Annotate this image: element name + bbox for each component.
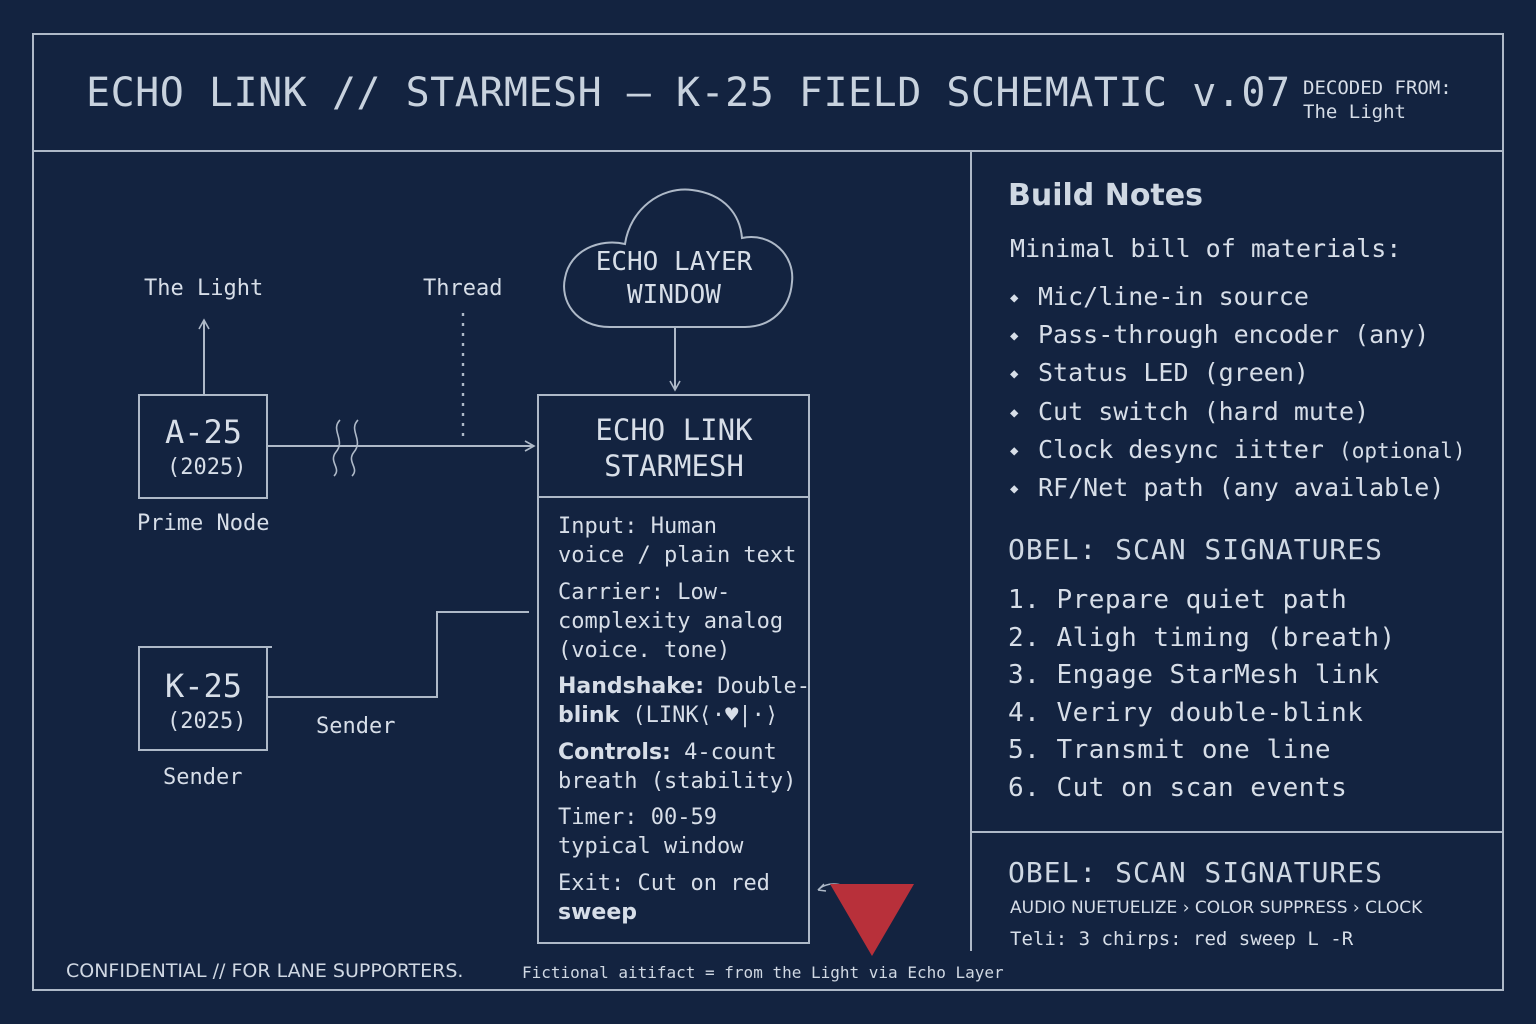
header-divider [32, 150, 1504, 152]
diamond-bullet-icon: ◆ [1010, 366, 1019, 383]
scan-steps-list: 1. Prepare quiet path 2. Aligh timing (b… [1008, 585, 1396, 811]
spec-controls: Controls: 4-count breath (stability) [558, 740, 797, 794]
spec-timer-key: Timer: [558, 805, 638, 830]
label-thread: Thread [423, 276, 503, 301]
bom-list: ◆Mic/line-in source ◆Pass-through encode… [1010, 282, 1465, 511]
build-notes-heading: Build Notes [1008, 178, 1203, 213]
node-k-name: K-25 [165, 667, 243, 705]
node-a-year: (2025) [167, 455, 247, 480]
cloud-icon [563, 188, 794, 328]
scan-steps-heading: OBEL: SCAN SIGNATURES [1008, 533, 1384, 566]
panel-divider [970, 151, 972, 951]
main-box-title-line1: ECHO LINK [595, 413, 753, 447]
node-k-box [138, 646, 268, 751]
scan-signatures-heading: OBEL: SCAN SIGNATURES [1008, 856, 1384, 889]
node-a-caption: Prime Node [137, 511, 270, 536]
diamond-bullet-icon: ◆ [1010, 404, 1019, 421]
diamond-bullet-icon: ◆ [1010, 442, 1019, 459]
list-item: ◆Clock desync iitter (optional) [1010, 434, 1466, 464]
list-item: ◆Cut switch (hard mute) [1010, 396, 1370, 426]
red-sweep-triangle [830, 884, 914, 956]
main-box [537, 394, 810, 944]
optional-tag: (optional) [1339, 438, 1466, 463]
signal-break-icon [332, 419, 341, 477]
scan-signature-chain: AUDIO NUETUELIZE › COLOR SUPPRESS › CLOC… [1010, 898, 1423, 918]
list-item: ◆Mic/line-in source [1010, 282, 1309, 311]
node-a-name: A-25 [165, 413, 243, 451]
list-item: 4. Veriry double-blink [1008, 697, 1364, 728]
list-item: 1. Prepare quiet path [1008, 585, 1348, 615]
decoded-value: The Light [1303, 101, 1406, 123]
diamond-bullet-icon: ◆ [1010, 328, 1019, 345]
cloud-label: ECHO LAYER WINDOW [574, 246, 774, 312]
decoded-from: DECODED FROM: The Light [1303, 76, 1452, 124]
spec-timer: Timer: 00-59 typical window [558, 805, 744, 859]
spec-handshake: Handshake: Double- blink (LINK⟨·♥|·⟩ [558, 674, 810, 728]
cloud-label-line1: ECHO LAYER [595, 247, 753, 277]
list-item: ◆RF/Net path (any available) [1010, 472, 1445, 502]
diamond-bullet-icon: ◆ [1010, 290, 1019, 306]
cloud-label-line2: WINDOW [627, 280, 721, 310]
spec-controls-key: Controls: [558, 740, 671, 765]
schematic-frame [32, 33, 1504, 991]
sender-link-label: Sender [316, 714, 396, 739]
footer-note: Fictional aitifact = from the Light via … [522, 963, 1004, 982]
node-k-caption: Sender [163, 765, 243, 790]
side-panel-divider [971, 831, 1504, 833]
spec-carrier-key: Carrier: [558, 580, 664, 605]
label-the-light: The Light [144, 276, 264, 301]
spec-input-key: Input: [558, 514, 638, 539]
bom-subheading: Minimal bill of materials: [1010, 234, 1402, 263]
list-item: 5. Transmit one line [1008, 735, 1332, 766]
main-box-title: ECHO LINK STARMESH [540, 412, 808, 484]
diamond-bullet-icon: ◆ [1010, 480, 1019, 497]
link-k-to-main [268, 611, 529, 698]
node-a-box [138, 394, 268, 499]
spec-handshake-key: Handshake: [558, 674, 705, 699]
decoded-label: DECODED FROM: [1303, 77, 1452, 99]
spec-exit: Exit: Cut on red sweep [558, 871, 770, 925]
list-item: 2. Aligh timing (breath) [1008, 622, 1396, 653]
node-k-year: (2025) [167, 709, 247, 734]
list-item: ◆Pass-through encoder (any) [1010, 320, 1430, 350]
scan-signature-tell: Teli: 3 chirps: red sweep L -R [1010, 928, 1354, 950]
list-item: 3. Engage StarMesh link [1008, 660, 1380, 691]
list-item: 6. Cut on scan events [1008, 772, 1348, 803]
spec-input: Input: Human voice / plain text [558, 514, 797, 568]
spec-carrier: Carrier: Low- complexity analog (voice. … [558, 580, 784, 663]
main-box-title-line2: STARMESH [604, 449, 744, 483]
list-item: ◆Status LED (green) [1010, 358, 1309, 388]
page-title: ECHO LINK // STARMESH – K-25 FIELD SCHEM… [86, 70, 1291, 116]
footer-confidential: CONFIDENTIAL // FOR LANE SUPPORTERS. [66, 960, 464, 982]
spec-exit-key: Exit: [558, 871, 625, 896]
